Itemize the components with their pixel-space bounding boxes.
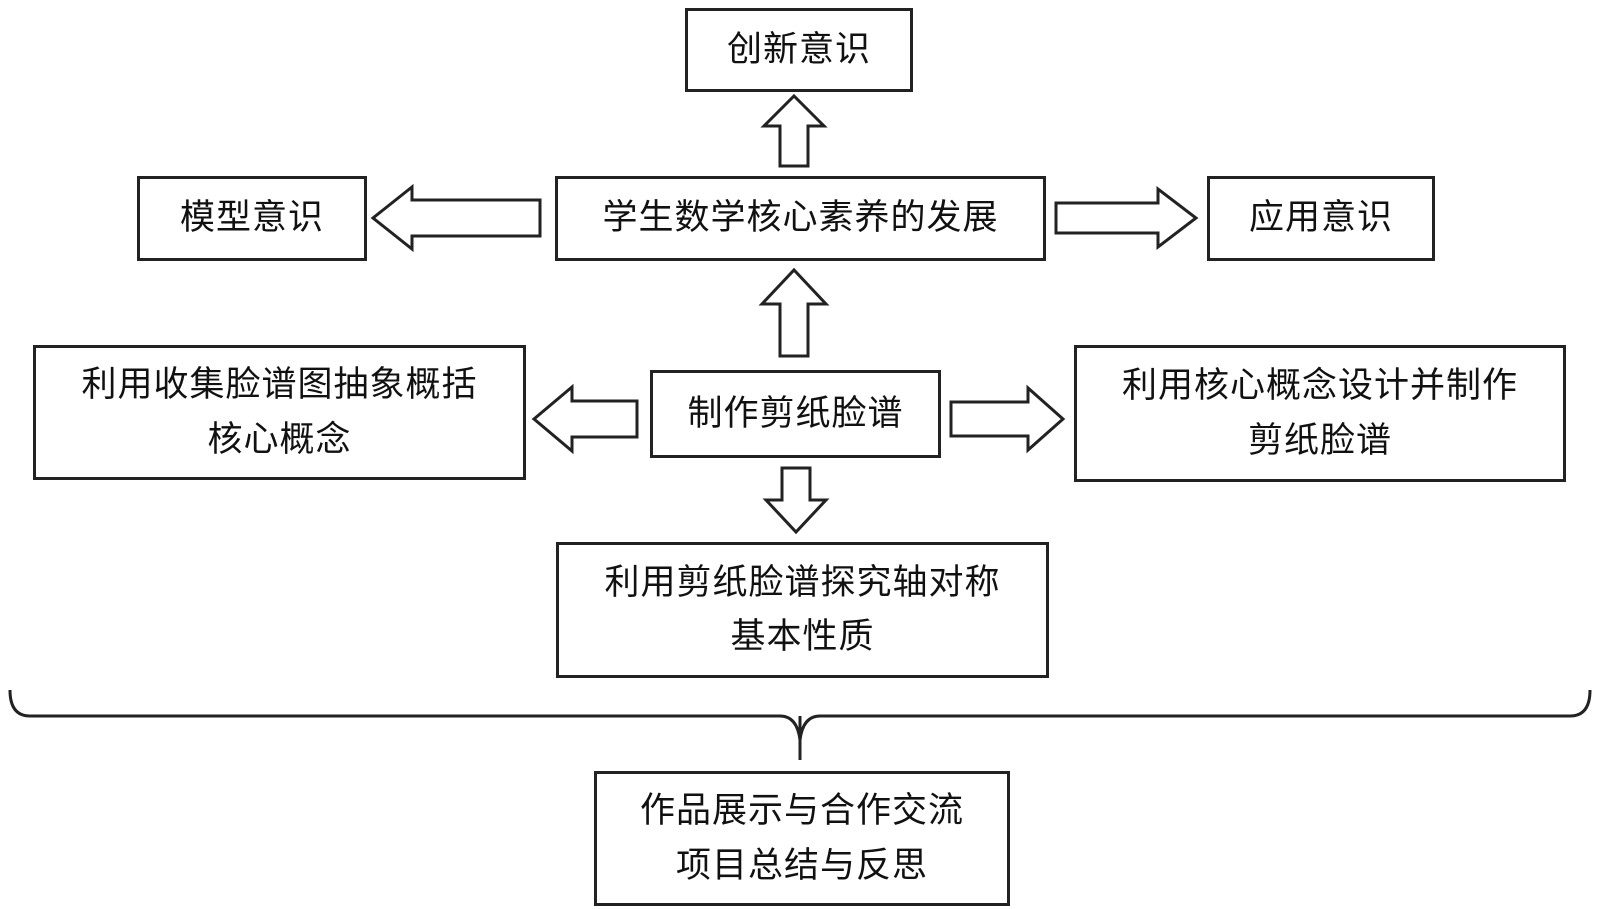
arrow-make-to-core [758, 267, 830, 358]
arrow-core-to-innovation [760, 93, 828, 168]
arrow-make-to-abstract [531, 383, 639, 455]
arrow-core-to-application [1054, 185, 1199, 251]
node-model: 模型意识 [137, 176, 367, 261]
node-core-label: 学生数学核心素养的发展 [602, 198, 999, 239]
node-explore: 利用剪纸脸谱探究轴对称 基本性质 [556, 542, 1049, 678]
node-explore-line-1: 利用剪纸脸谱探究轴对称 [604, 562, 1001, 603]
node-summary-line-2: 项目总结与反思 [675, 845, 928, 886]
node-application: 应用意识 [1207, 176, 1435, 261]
node-model-label: 模型意识 [179, 198, 324, 239]
node-make: 制作剪纸脸谱 [650, 370, 941, 458]
node-summary: 作品展示与合作交流 项目总结与反思 [594, 771, 1010, 906]
arrow-make-to-explore [762, 466, 830, 535]
node-design-line-2: 剪纸脸谱 [1247, 420, 1392, 461]
node-design: 利用核心概念设计并制作 剪纸脸谱 [1074, 345, 1566, 482]
node-summary-line-1: 作品展示与合作交流 [639, 791, 964, 832]
arrow-make-to-design [949, 384, 1066, 454]
node-abstract-line-1: 利用收集脸谱图抽象概括 [81, 365, 478, 406]
node-core: 学生数学核心素养的发展 [555, 176, 1046, 261]
node-abstract: 利用收集脸谱图抽象概括 核心概念 [33, 345, 526, 480]
node-explore-line-2: 基本性质 [730, 617, 875, 657]
node-innovation-label: 创新意识 [726, 29, 871, 70]
node-make-label: 制作剪纸脸谱 [687, 393, 904, 434]
arrow-core-to-model [370, 183, 542, 253]
node-application-label: 应用意识 [1248, 198, 1393, 239]
node-design-line-1: 利用核心概念设计并制作 [1121, 366, 1518, 407]
node-innovation: 创新意识 [685, 8, 913, 92]
node-abstract-line-2: 核心概念 [207, 419, 352, 460]
